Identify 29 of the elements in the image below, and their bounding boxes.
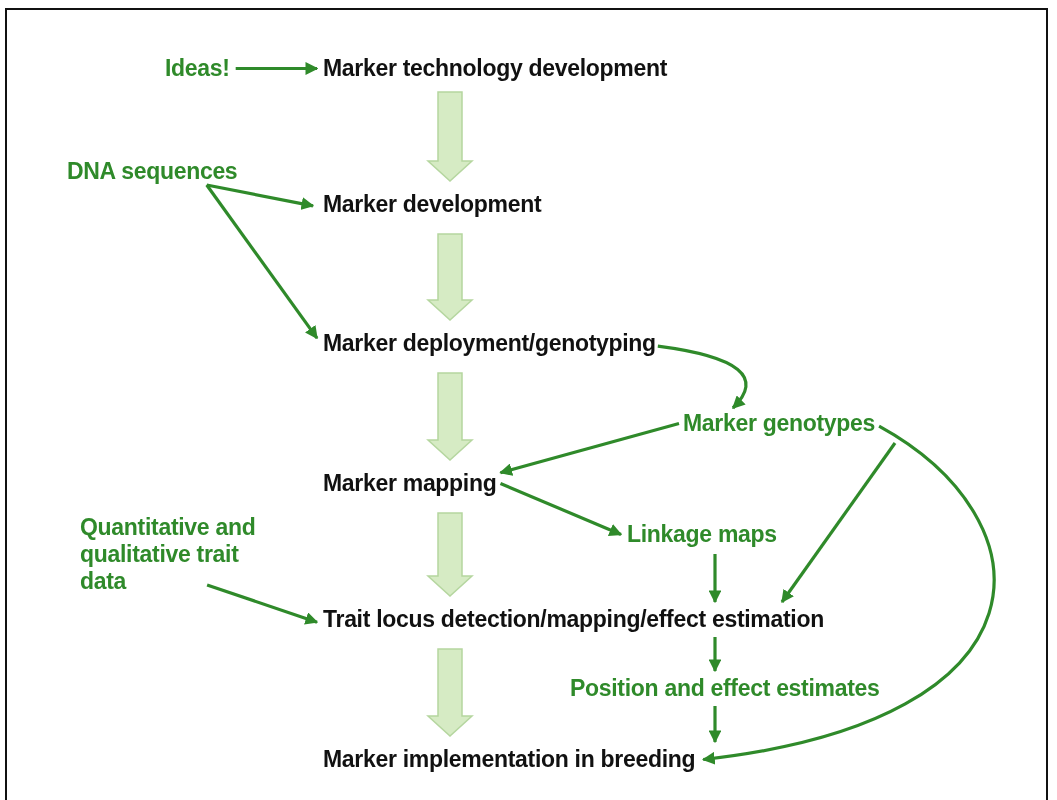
arrow [708, 554, 722, 604]
block-arrow [426, 372, 474, 461]
arrow [701, 424, 996, 764]
arrow [780, 442, 897, 604]
step-label: Position and effect estimates [570, 675, 880, 702]
block-arrow [426, 512, 474, 597]
step-label: Trait locus detection/mapping/effect estimation [323, 606, 824, 633]
block-arrow [426, 233, 474, 321]
arrow [499, 482, 623, 536]
arrow [205, 184, 319, 340]
step-label: Marker mapping [323, 470, 497, 497]
step-label: Marker implementation in breeding [323, 746, 696, 773]
arrow [708, 706, 722, 744]
arrow [657, 344, 748, 410]
step-label: Marker technology development [323, 55, 668, 82]
step-label: Quantitative and qualitative trait data [80, 514, 285, 595]
step-label: Linkage maps [627, 521, 777, 548]
step-label: Ideas! [165, 55, 230, 82]
arrow [708, 637, 722, 673]
arrow [206, 183, 315, 210]
arrow [235, 62, 319, 75]
block-arrow [426, 91, 474, 182]
step-label: Marker development [323, 191, 542, 218]
step-label: Marker deployment/genotyping [323, 330, 656, 357]
arrow [206, 583, 319, 625]
step-label: Marker genotypes [683, 410, 876, 437]
step-label: DNA sequences [67, 158, 238, 185]
arrow [499, 421, 680, 476]
block-arrow [426, 648, 474, 737]
